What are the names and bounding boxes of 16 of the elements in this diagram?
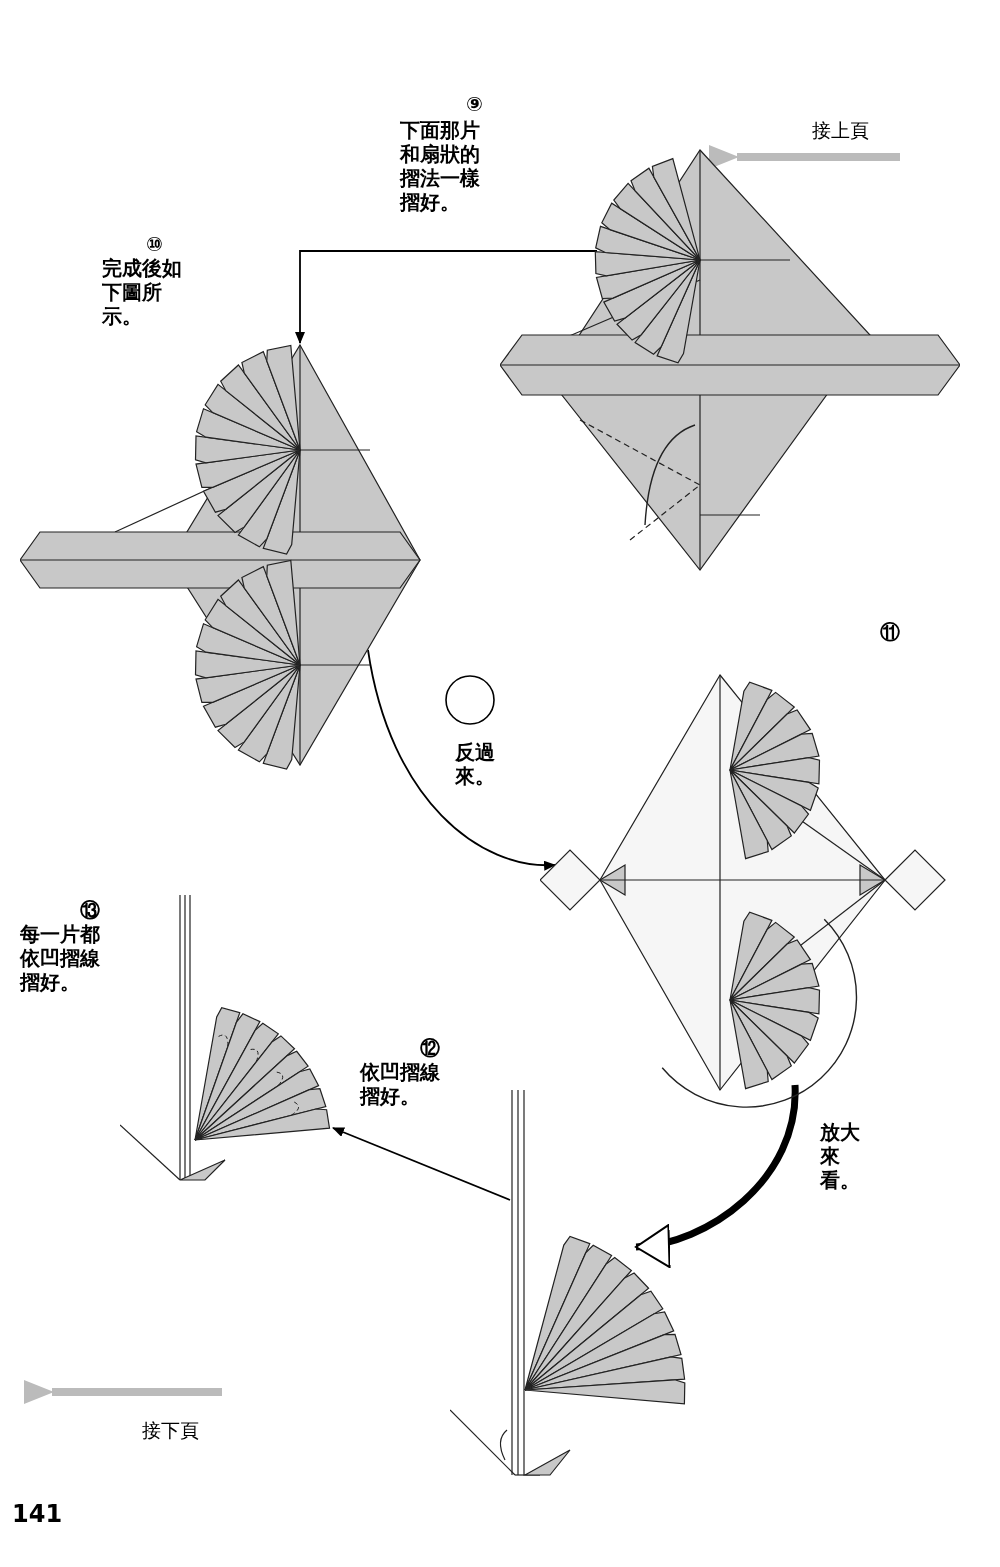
page-link-text: 接下頁: [142, 1418, 199, 1443]
instruction-text: 完成後如下圖所示。: [102, 256, 183, 328]
arrow: [367, 649, 556, 870]
arrow: [635, 1084, 799, 1266]
step-number: ⑨: [466, 92, 483, 116]
step-number: ⑫: [420, 1036, 440, 1060]
page-number: 141: [12, 1500, 63, 1528]
step-number: ⑩: [146, 232, 163, 256]
arrow: [332, 1127, 511, 1201]
instruction-text: 每一片都依凹摺線摺好。: [20, 922, 101, 994]
arrow: [295, 250, 598, 344]
step-number: ⑬: [80, 898, 100, 922]
step-number: ⑪: [880, 620, 900, 644]
instruction-text: 依凹摺線摺好。: [360, 1060, 441, 1108]
page-link-text: 接上頁: [812, 118, 869, 143]
instruction-text: 下面那片和扇狀的摺法一樣摺好。: [400, 118, 481, 214]
